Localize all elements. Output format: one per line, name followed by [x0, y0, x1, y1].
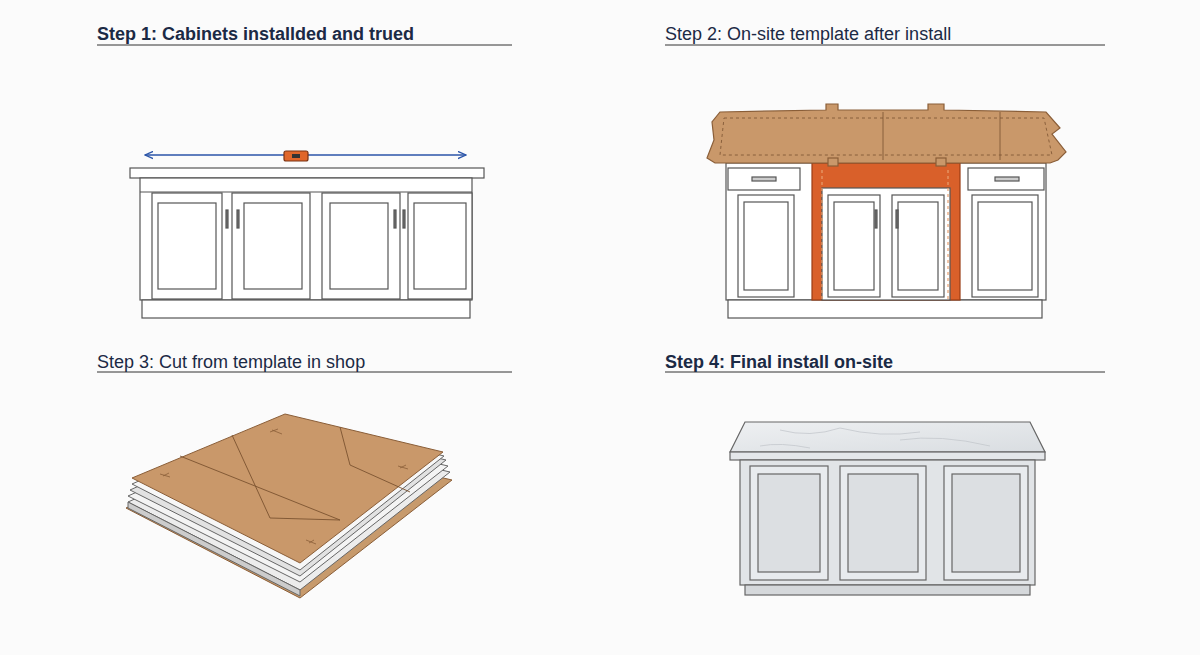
- cabinet-step2: [707, 104, 1066, 318]
- cabinet-step1: [130, 151, 484, 318]
- step-heading: Step 2: On-site template after install: [665, 24, 951, 45]
- cabinet-step4: [730, 422, 1045, 595]
- heading-underlines: [97, 45, 1105, 372]
- step-heading: Step 3: Cut from template in shop: [97, 352, 365, 373]
- slab-stack: [126, 414, 452, 598]
- step-heading: Step 4: Final install on-site: [665, 352, 893, 373]
- step-heading: Step 1: Cabinets installded and trued: [97, 24, 414, 45]
